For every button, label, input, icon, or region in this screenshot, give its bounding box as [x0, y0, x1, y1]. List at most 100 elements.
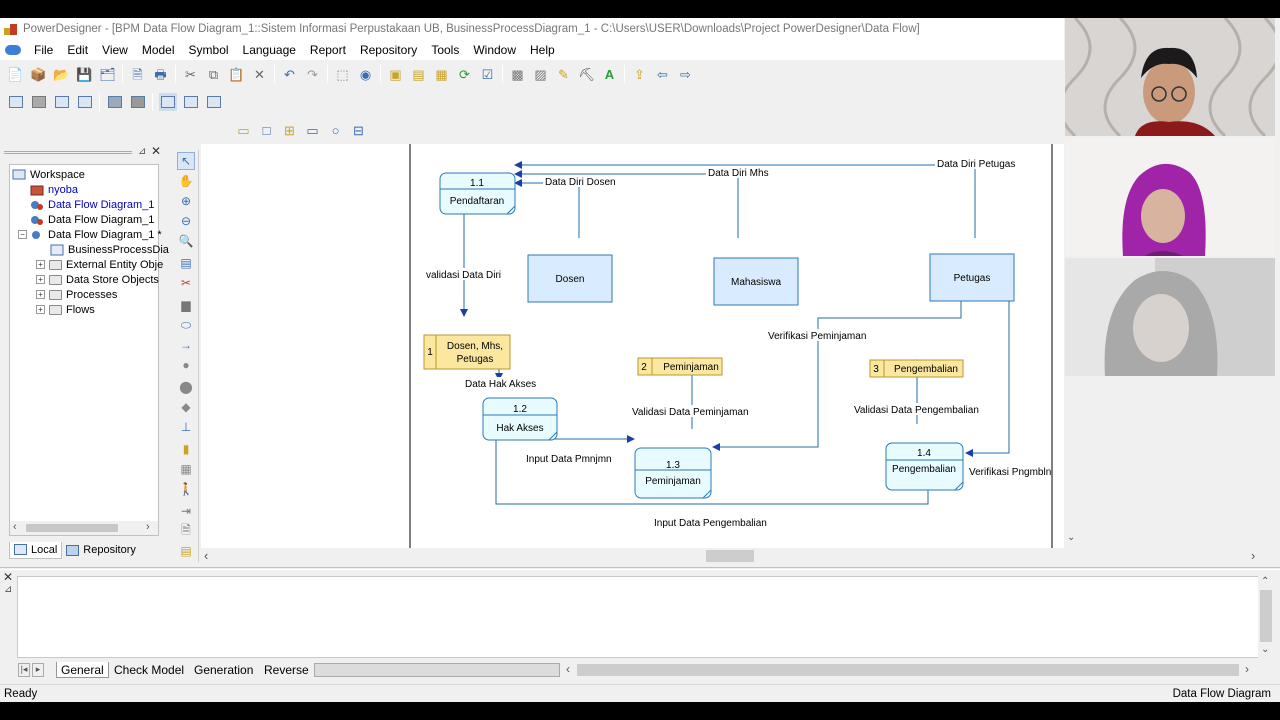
process-1-1[interactable]: 1.1 Pendaftaran — [439, 172, 516, 215]
output-close-icon[interactable]: ✕ — [3, 570, 14, 584]
storage-icon[interactable]: ▭ — [306, 122, 319, 138]
group-icon[interactable]: ▩ — [511, 66, 524, 82]
tree-folder-processes[interactable]: + Processes — [36, 287, 117, 302]
end-icon[interactable]: ⬤ — [179, 380, 193, 394]
model-check-icon[interactable]: ▤ — [412, 66, 425, 82]
link-icon[interactable]: ⊟ — [353, 122, 364, 138]
output-tab-general[interactable]: General — [56, 662, 109, 678]
flow-icon[interactable]: → — [180, 338, 192, 352]
menu-report[interactable]: Report — [309, 43, 346, 57]
cut-tool-icon[interactable]: ✂ — [180, 276, 192, 290]
data-store-icon[interactable]: ▮ — [182, 442, 190, 456]
data-store-1[interactable]: 1 Dosen, Mhs, Petugas — [423, 334, 511, 370]
layout-2-icon[interactable] — [30, 93, 48, 111]
decision-icon[interactable]: ◆ — [181, 400, 191, 414]
tree-folder-flows[interactable]: + Flows — [36, 302, 95, 317]
output-splitter[interactable] — [0, 567, 1280, 570]
output-tab-reverse[interactable]: Reverse — [264, 663, 309, 677]
palette-icon[interactable]: ▣ — [389, 66, 402, 82]
line-style-icon[interactable]: ⛏ — [578, 66, 595, 82]
tab-repository[interactable]: Repository — [62, 542, 140, 558]
rectangle-icon[interactable]: □ — [262, 122, 271, 138]
layout-4-icon[interactable] — [76, 93, 94, 111]
undo-icon[interactable]: ↶ — [284, 66, 295, 82]
redo-icon[interactable]: ↷ — [307, 66, 318, 82]
save-all-icon[interactable]: 🗂 — [99, 66, 116, 82]
tree-model-dfd-a[interactable]: Data Flow Diagram_1 — [30, 197, 154, 212]
output-dock-icon[interactable]: ⊿ — [4, 584, 13, 595]
delete-icon[interactable]: ✕ — [254, 66, 265, 82]
properties-icon[interactable]: ⬚ — [336, 66, 349, 82]
actor-icon[interactable]: 🚶 — [178, 482, 194, 496]
start-icon[interactable]: ● — [182, 358, 190, 372]
note-icon[interactable]: ▤ — [180, 544, 192, 558]
copy-icon[interactable]: ⧉ — [208, 66, 219, 82]
output-tab-nav[interactable]: |◂ ▸ — [18, 663, 58, 677]
output-tab-check-model[interactable]: Check Model — [114, 663, 185, 677]
menu-file[interactable]: File — [34, 43, 54, 57]
canvas-hscroll-thumb[interactable] — [706, 550, 754, 562]
pointer-icon[interactable]: ↖ — [177, 152, 195, 170]
entity-mahasiswa[interactable]: Mahasiswa — [713, 257, 799, 306]
refresh-icon[interactable]: ⟳ — [459, 66, 470, 82]
back-icon[interactable]: ⇦ — [657, 66, 668, 82]
flow-verifikasi-pngmbln[interactable] — [965, 284, 1010, 457]
tree-model-dfd-current[interactable]: − Data Flow Diagram_1 * — [18, 227, 162, 242]
browser-hscroll[interactable]: ‹ › — [10, 521, 158, 535]
tree-folder-external-entity[interactable]: + External Entity Obje — [36, 257, 163, 272]
tree-model-nyoba[interactable]: nyoba — [30, 182, 78, 197]
open-diagram-icon[interactable]: ▤ — [180, 256, 192, 270]
tree-workspace[interactable]: Workspace — [12, 167, 85, 182]
browser-dock-icon[interactable]: ⊿ — [138, 146, 147, 157]
font-icon[interactable]: A — [604, 66, 615, 82]
menu-edit[interactable]: Edit — [67, 43, 89, 57]
open-icon[interactable]: 📂 — [53, 66, 70, 82]
view-mode-2-icon[interactable] — [182, 93, 200, 111]
data-store-3[interactable]: 3 Pengembalian — [869, 359, 964, 378]
circle-icon[interactable]: ○ — [331, 122, 340, 138]
generate-icon[interactable]: ▦ — [435, 66, 448, 82]
system-menu-icon[interactable] — [5, 45, 21, 55]
zoom-fit-icon[interactable] — [106, 93, 124, 111]
tab-local[interactable]: Local — [9, 541, 63, 559]
output-vscroll[interactable]: ⌃ ⌄ — [1258, 576, 1274, 658]
cut-icon[interactable]: ✂ — [185, 66, 196, 82]
output-tab-generation[interactable]: Generation — [194, 663, 254, 677]
entity-dosen[interactable]: Dosen — [527, 254, 613, 303]
diagram-canvas[interactable]: Data Diri Petugas Data Diri Mhs Data Dir… — [201, 144, 1064, 562]
hierarchy-icon[interactable]: ⊞ — [284, 122, 295, 138]
output-hscroll[interactable]: ‹ › — [563, 662, 1258, 678]
menu-model[interactable]: Model — [141, 43, 175, 57]
output-text-area[interactable] — [17, 576, 1260, 658]
layout-3-icon[interactable] — [53, 93, 71, 111]
paste-icon[interactable]: 📋 — [228, 66, 245, 82]
menu-tools[interactable]: Tools — [431, 43, 460, 57]
link-tool-icon[interactable]: ⇥ — [180, 504, 192, 518]
file-icon[interactable]: 🗎 — [181, 522, 191, 537]
resource-icon[interactable]: ▦ — [180, 462, 192, 476]
process-1-2[interactable]: 1.2 Hak Akses — [482, 397, 558, 441]
canvas-hscroll[interactable]: ‹ › — [201, 548, 1255, 564]
view-mode-1-icon[interactable] — [158, 93, 177, 111]
process-icon[interactable]: ⬭ — [180, 317, 192, 332]
menu-help[interactable]: Help — [530, 43, 555, 57]
import-icon[interactable]: ⇪ — [634, 66, 645, 82]
new-icon[interactable]: 📄 — [7, 66, 24, 82]
browser-icon[interactable]: ◉ — [359, 66, 372, 82]
entity-petugas[interactable]: Petugas — [929, 253, 1015, 302]
zoom-icon[interactable]: 🔍 — [178, 234, 194, 248]
print-icon[interactable]: 🖶 — [154, 66, 167, 82]
flow-verifikasi-peminjaman[interactable] — [712, 284, 962, 451]
menu-view[interactable]: View — [102, 43, 128, 57]
menu-language[interactable]: Language — [242, 43, 296, 57]
align-icon[interactable]: ▭ — [237, 122, 250, 138]
process-1-4[interactable]: 1.4 Pengembalian — [885, 442, 964, 491]
tree-model-dfd-b[interactable]: Data Flow Diagram_1 — [30, 212, 154, 227]
grabber-icon[interactable]: ✋ — [178, 174, 194, 188]
check-icon[interactable]: ☑ — [481, 66, 494, 82]
zoom-out-icon[interactable]: ⊖ — [180, 214, 192, 228]
menu-repository[interactable]: Repository — [359, 43, 418, 57]
package-icon[interactable]: ▆ — [181, 298, 191, 312]
ungroup-icon[interactable]: ▨ — [534, 66, 547, 82]
zoom-in-icon[interactable]: ⊕ — [180, 194, 192, 208]
